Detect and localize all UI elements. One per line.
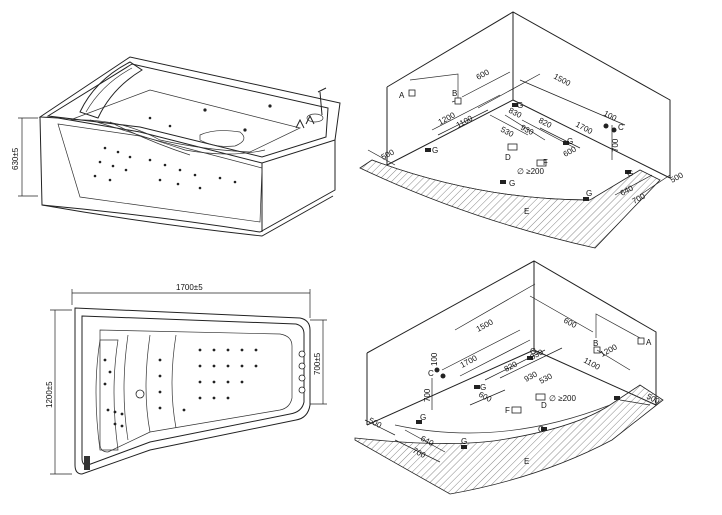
label-g1: G [432,146,438,155]
label-d: D [505,153,511,162]
label-b-l: B [593,339,598,348]
dim-820: 820 [537,116,553,130]
jets-perspective [93,104,272,190]
label-a: A [399,91,405,100]
pipe-diameter-label: ∅ ≥200 [517,167,544,176]
label-c: C [618,123,624,132]
dim-700-l: 700 [423,388,432,402]
height-label: 630±5 [11,147,20,170]
length-label: 1700±5 [176,283,203,292]
dim-1700: 1700 [574,120,594,137]
label-f-l: F [505,406,510,415]
dim-600b: 600 [562,144,578,158]
label-e-l: E [524,457,529,466]
dim-700: 700 [611,138,620,152]
label-g4: G [509,179,515,188]
label-g2-l: G [480,383,486,392]
label-c-l: C [428,369,434,378]
dim-1200: 1200 [437,110,457,127]
label-g2: G [517,101,523,110]
label-a-l: A [646,338,652,347]
bathtub-perspective-view: 630±5 [11,56,341,237]
label-d-l: D [541,401,547,410]
dim-600: 600 [475,67,491,81]
label-g4-l: G [461,437,467,446]
installation-view-left: 1500 600 100 1200 1700 1100 820 830 930 … [354,260,664,495]
dim-930: 930 [519,123,535,137]
label-g1-l: G [530,347,536,356]
narrow-width-label: 700±5 [313,352,322,375]
dim-1500-l: 1500 [475,317,495,334]
label-g5-l: G [538,425,544,434]
dim-1500: 1500 [552,72,572,89]
label-g5: G [586,189,592,198]
jets-top [103,348,258,428]
dim-820-l: 820 [503,359,519,373]
label-g3: G [567,137,573,146]
dim-100-l: 100 [430,352,439,366]
label-g6: G [627,169,633,178]
bathtub-top-view: 1700±5 1200±5 700±5 [45,283,327,475]
label-f: F [543,158,548,167]
dim-1200-l: 1200 [599,342,619,359]
label-e: E [524,207,529,216]
dim-1700-l: 1700 [459,353,479,370]
dim-500-right: 500 [669,170,685,184]
dim-530-l: 530 [538,371,554,385]
dim-1100: 1100 [455,113,475,129]
label-b: B [452,89,457,98]
pipe-diameter-label-l: ∅ ≥200 [549,394,576,403]
dim-1100-l: 1100 [582,356,602,372]
width-label: 1200±5 [45,381,54,408]
label-g3-l: G [420,413,426,422]
dim-600-l: 600 [562,316,578,330]
dim-930-l: 930 [523,369,539,383]
installation-view-right: 600 1500 100 1200 1100 830 820 1700 530 … [359,11,685,249]
dim-500-left: 500 [380,147,396,161]
